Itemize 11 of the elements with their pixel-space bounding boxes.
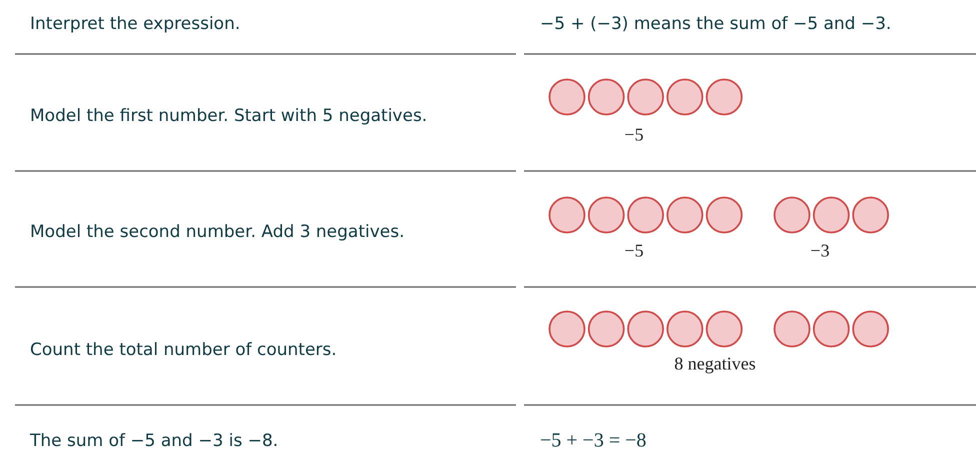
counter-value-label: −5 — [624, 240, 644, 262]
row-step-text: Model the second number. Add 3 negatives. — [30, 222, 405, 242]
row-step-text: Model the first number. Start with 5 negatives. — [30, 106, 428, 126]
row-step-text: The sum of −5 and −3 is −8. — [30, 431, 278, 451]
counter-total-label: 8 negatives — [674, 354, 756, 374]
counter-value-label: −3 — [810, 240, 830, 262]
expression-meaning-text: −5 + (−3) means the sum of −5 and −3. — [540, 14, 892, 34]
counter-value-label: −5 — [624, 124, 644, 146]
equation-text: −5 + −3 = −8 — [540, 430, 646, 452]
row-step-text: Interpret the expression. — [30, 14, 240, 34]
row-step-text: Count the total number of counters. — [30, 340, 337, 360]
